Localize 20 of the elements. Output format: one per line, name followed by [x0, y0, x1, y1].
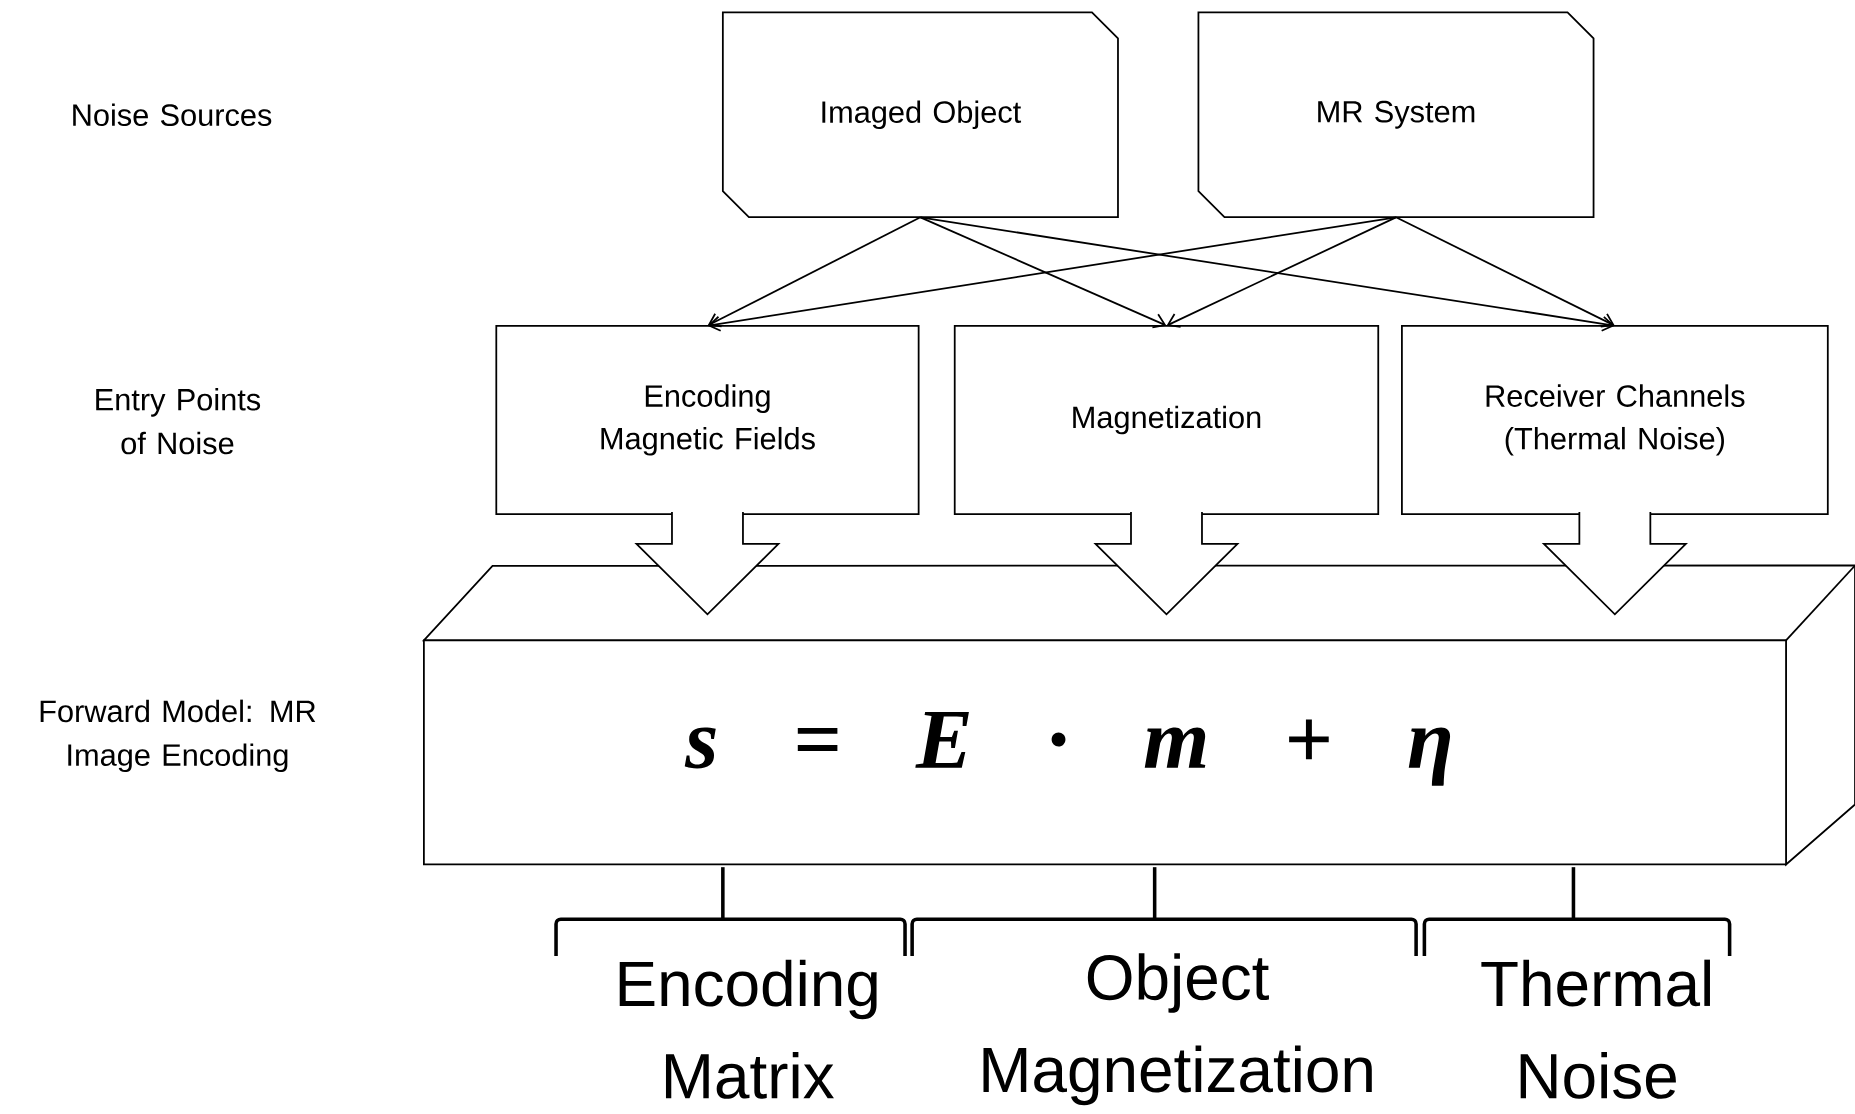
process-box: Receiver Channels (Thermal Noise) [1401, 324, 1829, 515]
arrow [707, 216, 1397, 332]
process-box: Magnetization [953, 324, 1380, 515]
arrow [919, 216, 1615, 332]
block-arrow [634, 510, 781, 616]
cut-corner-box: MR System [1197, 11, 1595, 218]
arrow [1166, 216, 1397, 328]
cut-corner-box: Imaged Object [721, 11, 1119, 218]
bracket-label: Object Magnetization [983, 953, 1372, 1105]
row-label: Entry Points of Noise [96, 387, 261, 455]
arrow [1395, 216, 1615, 328]
row-label: Forward Model: MR Image Encoding [40, 699, 316, 772]
arrow [707, 216, 922, 328]
bracket-label: Thermal Noise [1481, 959, 1710, 1099]
process-box: Encoding Magnetic Fields [495, 324, 920, 515]
row-label: Noise Sources [73, 103, 272, 126]
block-arrow [1093, 510, 1240, 616]
arrow [919, 216, 1167, 328]
block-arrow [1541, 510, 1688, 616]
bracket-label: Encoding Matrix [619, 959, 877, 1099]
